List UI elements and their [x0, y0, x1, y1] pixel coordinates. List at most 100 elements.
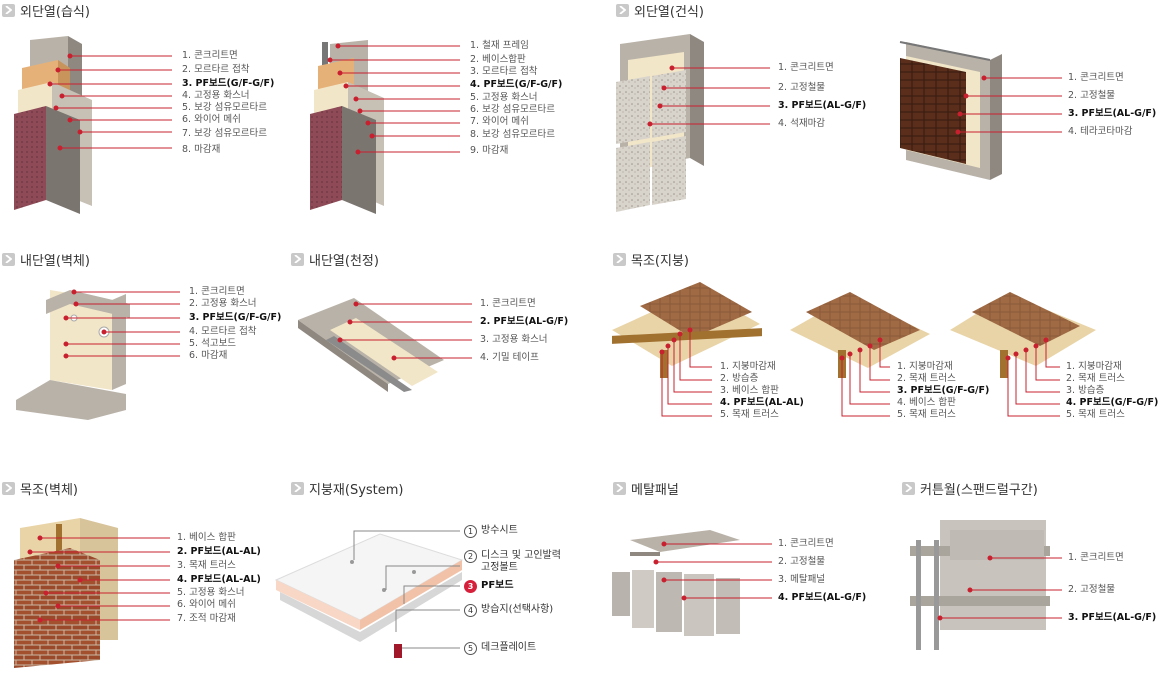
- number-badge: 2: [464, 550, 477, 563]
- label-highlight: 3. PF보드(AL-G/F): [1068, 108, 1157, 119]
- section-title: 메탈패널: [631, 482, 679, 498]
- label: 1. 지붕마감재: [720, 361, 776, 372]
- roof-system-illustration: [274, 533, 464, 658]
- label: 5. 고정용 화스너: [470, 92, 538, 103]
- label-highlight: 2. PF보드(AL-AL): [177, 546, 261, 557]
- label: 1. 콘크리트면: [1068, 72, 1124, 83]
- section-title: 목조(벽체): [20, 482, 78, 498]
- labels-metal: 1. 콘크리트면 2. 고정철물 3. 메탈패널 4. PF보드(AL-G/F): [778, 538, 866, 604]
- chevron-right-icon: [616, 3, 629, 17]
- labels-wood-roof-3: 1. 지붕마감재 2. 목재 트러스 3. 방습층 4. PF보드(G/F-G/…: [1066, 361, 1158, 421]
- label: 6. 마감재: [189, 350, 228, 361]
- int-wall-illustration: [16, 290, 130, 420]
- chevron-right-icon: [902, 481, 915, 495]
- label: 4. 기밀 테이프: [480, 352, 539, 363]
- label: 5. 보강 섬유모르타르: [182, 102, 268, 113]
- label-highlight: 3. PF보드(G/F-G/F): [182, 78, 275, 89]
- label: 1. 콘크리트면: [1068, 552, 1124, 563]
- curtain-illustration: [910, 520, 1050, 650]
- section-title: 목조(지붕): [631, 253, 689, 269]
- leader-lines: [27, 43, 1062, 623]
- chevron-right-icon: [613, 252, 626, 266]
- labels-wood-wall: 1. 베이스 합판 2. PF보드(AL-AL) 3. 목재 트러스 4. PF…: [177, 532, 261, 625]
- label: 5. 목재 트러스: [1066, 409, 1125, 420]
- ext-wet-illustration: [14, 36, 92, 214]
- chevron-right-icon: [291, 481, 304, 495]
- label: 8. 보강 섬유모르타르: [470, 129, 556, 140]
- chevron-right-icon: [291, 252, 304, 266]
- label: 8. 마감재: [182, 144, 221, 155]
- label: 2. 고정철물: [1068, 584, 1116, 595]
- label: 2. 고정철물: [778, 82, 826, 93]
- label: 2. 고정용 화스너: [189, 298, 257, 309]
- label: 1. 콘크리트면: [778, 62, 834, 73]
- label: 4. 베이스 합판: [897, 397, 956, 408]
- section-header-metal: 메탈패널: [613, 480, 679, 498]
- label: 7. 와이어 메쉬: [470, 116, 529, 127]
- labels-ext-wet-2: 1. 철재 프레임 2. 베이스합판 3. 모르타르 접착 4. PF보드(G/…: [470, 40, 562, 157]
- label: 6. 와이어 메쉬: [182, 114, 241, 125]
- label: 3. 목재 트러스: [177, 560, 236, 571]
- label-highlight: 3. PF보드(G/F-G/F): [897, 385, 990, 396]
- labels-ext-wet: 1. 콘크리트면 2. 모르타르 접착 3. PF보드(G/F-G/F) 4. …: [182, 50, 274, 156]
- label: 2. 고정철물: [778, 556, 826, 567]
- roof-system-leaders: [353, 530, 460, 649]
- label: 1. 콘크리트면: [182, 50, 238, 61]
- label: 6. 보강 섬유모르타르: [470, 104, 556, 115]
- section-header-int-ceil: 내단열(천정): [291, 251, 379, 269]
- label: 데크플레이트: [481, 642, 537, 653]
- label: 5. 목재 트러스: [720, 409, 779, 420]
- label: 4. 석재마감: [778, 118, 826, 129]
- label: 7. 보강 섬유모르타르: [182, 128, 268, 139]
- metal-illustration: [612, 530, 740, 636]
- label: 3. 고정용 화스너: [480, 334, 548, 345]
- ext-dry-illustration: [616, 34, 704, 212]
- labels-wood-roof-2: 1. 지붕마감재 2. 목재 트러스 3. PF보드(G/F-G/F) 4. 베…: [897, 361, 989, 421]
- section-header-wood-roof: 목조(지붕): [613, 251, 689, 269]
- label-highlight: 3. PF보드(AL-G/F): [1068, 612, 1157, 623]
- labels-int-wall: 1. 콘크리트면 2. 고정용 화스너 3. PF보드(G/F-G/F) 4. …: [189, 286, 281, 362]
- label: 5. 석고보드: [189, 338, 237, 349]
- label: 4. 테라코타마감: [1068, 126, 1133, 137]
- labels-ext-dry: 1. 콘크리트면 2. 고정철물 3. PF보드(AL-G/F) 4. 석재마감: [778, 62, 866, 130]
- section-title: 외단열(건식): [634, 4, 704, 20]
- label: 5. 목재 트러스: [897, 409, 956, 420]
- label: 4. 고정용 화스너: [182, 90, 250, 101]
- label: 1. 콘크리트면: [189, 286, 245, 297]
- label: 2. 베이스합판: [470, 54, 526, 65]
- label: 1. 콘크리트면: [480, 298, 536, 309]
- roof-system-item-3: 3 PF보드: [464, 580, 514, 593]
- int-ceil-illustration: [298, 298, 444, 392]
- label: 3. 베이스 합판: [720, 385, 779, 396]
- section-title: 외단열(습식): [20, 4, 90, 20]
- label: 1. 베이스 합판: [177, 532, 236, 543]
- labels-int-ceil: 1. 콘크리트면 2. PF보드(AL-G/F) 3. 고정용 화스너 4. 기…: [480, 298, 568, 364]
- number-badge: 3: [464, 580, 477, 593]
- labels-curtain: 1. 콘크리트면 2. 고정철물 3. PF보드(AL-G/F): [1068, 552, 1156, 624]
- chevron-right-icon: [2, 3, 15, 17]
- label-highlight: 3. PF보드(AL-G/F): [778, 100, 867, 111]
- section-title: 내단열(천정): [309, 253, 379, 269]
- section-header-curtain: 커튼월(스팬드럴구간): [902, 480, 1038, 498]
- section-title: 내단열(벽체): [20, 253, 90, 269]
- labels-wood-roof-1: 1. 지붕마감재 2. 방습층 3. 베이스 합판 4. PF보드(AL-AL)…: [720, 361, 804, 421]
- label-highlight: 4. PF보드(AL-G/F): [778, 592, 867, 603]
- label: 2. 목재 트러스: [897, 373, 956, 384]
- label-highlight: 4. PF보드(AL-AL): [177, 574, 261, 585]
- label: 2. 방습층: [720, 373, 759, 384]
- label: 3. 방습층: [1066, 385, 1105, 396]
- label-highlight: 3. PF보드(G/F-G/F): [189, 312, 282, 323]
- number-badge: 4: [464, 604, 477, 617]
- label: 4. 모르타르 접착: [189, 326, 257, 337]
- section-title: 지붕재(System): [309, 482, 404, 498]
- label: 2. 모르타르 접착: [182, 64, 250, 75]
- label: 2. 목재 트러스: [1066, 373, 1125, 384]
- label: 3. 메탈패널: [778, 574, 826, 585]
- label-highlight: PF보드: [481, 580, 514, 591]
- section-title: 커튼월(스팬드럴구간): [920, 482, 1038, 498]
- section-header-int-wall: 내단열(벽체): [2, 251, 90, 269]
- label-highlight: 4. PF보드(G/F-G/F): [470, 79, 563, 90]
